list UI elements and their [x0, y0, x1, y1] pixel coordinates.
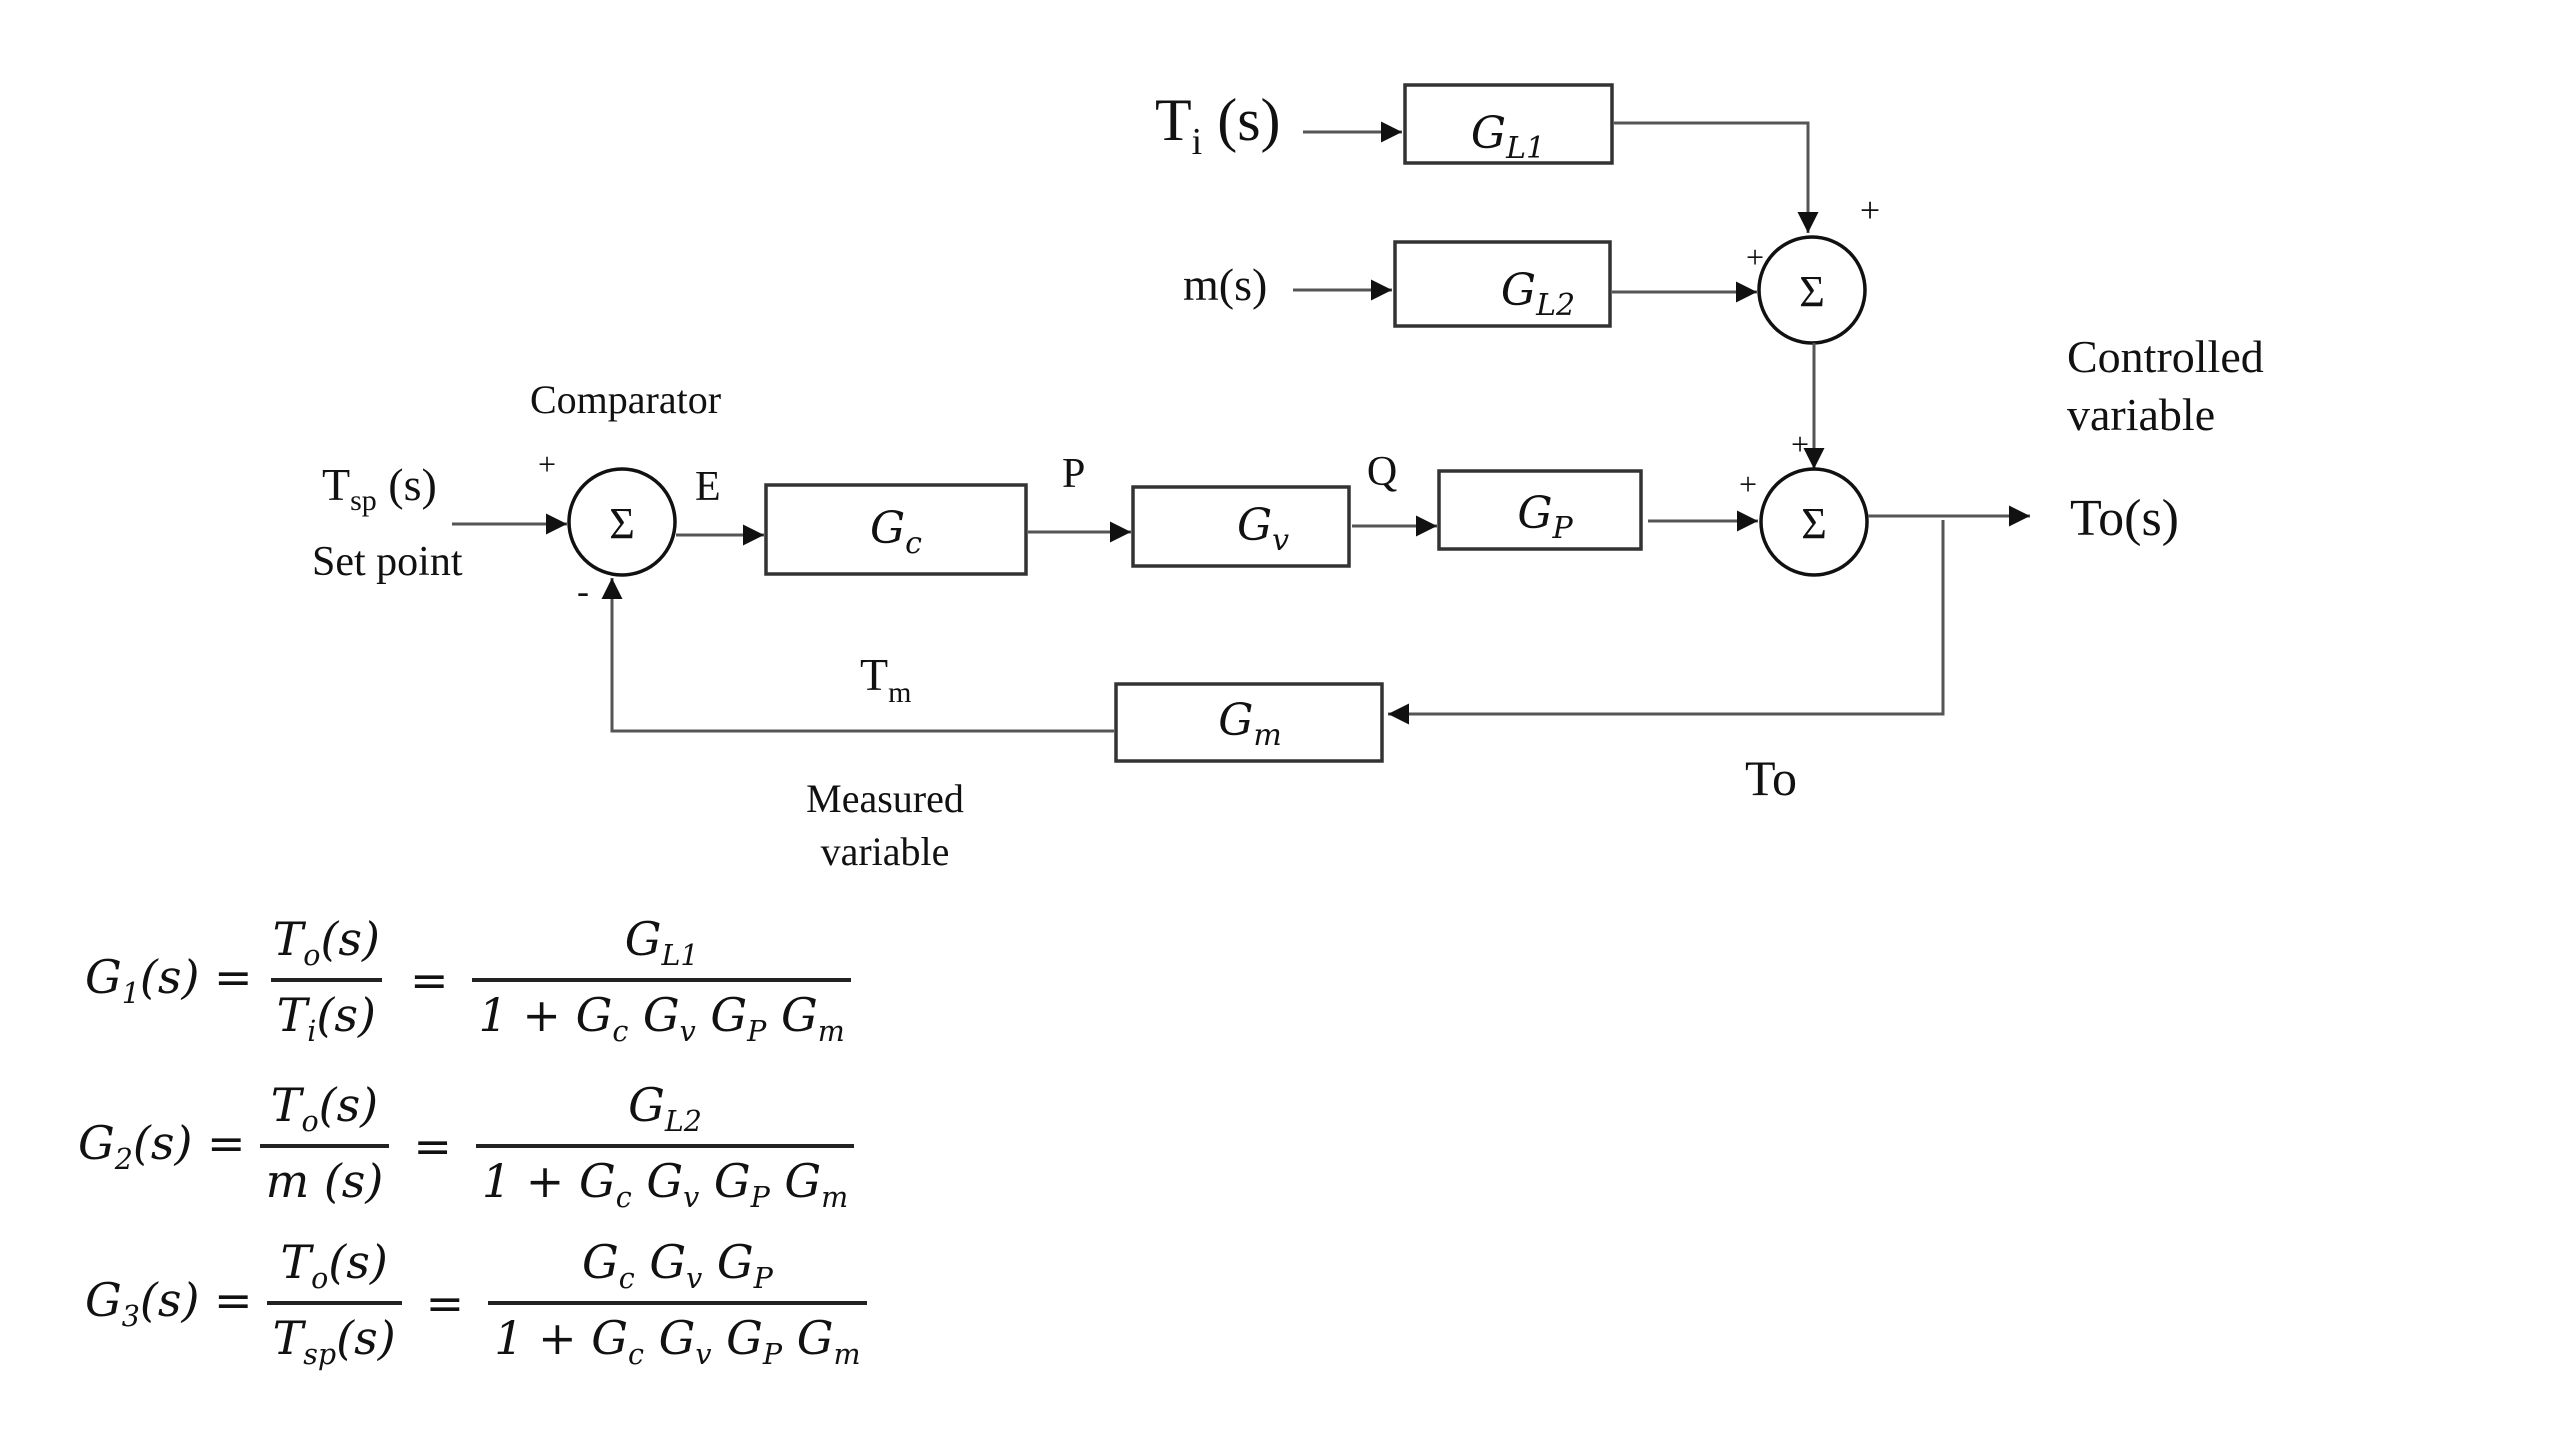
tsp-input-label: Tsp (s)	[322, 459, 437, 517]
disturbance-plus-left: +	[1746, 239, 1764, 275]
q-signal-label: Q	[1367, 449, 1397, 495]
measured-variable-label-1: Measured	[806, 776, 964, 821]
gm-block	[1114, 682, 1384, 763]
equation-g3-lhs: G3(s) =	[85, 1273, 253, 1334]
disturbance-plus-top: +	[1860, 190, 1880, 230]
p-signal-label: P	[1062, 451, 1085, 497]
comparator-minus: -	[577, 571, 589, 611]
measured-variable-label-2: variable	[821, 829, 950, 874]
output-label: To(s)	[2070, 490, 2179, 547]
gm-label: Gm	[1218, 695, 1282, 753]
equation-g1-denominator: 1 + Gc Gv GP Gm	[472, 978, 851, 1048]
controlled-variable-label-1: Controlled	[2067, 331, 2264, 382]
equation-g1-ratio: To(s) Ti(s)	[270, 912, 382, 1049]
equation-g2-numerator: GL2	[628, 1078, 702, 1139]
gp-label: GP	[1517, 488, 1573, 546]
equation-g2: G2(s) = To(s) m (s) = GL2 1 + Gc Gv GP G…	[78, 1078, 868, 1214]
error-signal-label: E	[695, 464, 721, 510]
gv-label: Gv	[1237, 500, 1289, 558]
equation-g3-denominator: 1 + Gc Gv GP Gm	[488, 1301, 867, 1371]
gc-label: Gc	[870, 503, 922, 561]
comparator-sigma: Σ	[609, 499, 635, 548]
gl2-block	[1393, 240, 1612, 328]
set-point-label: Set point	[312, 539, 463, 585]
equation-g2-ratio: To(s) m (s)	[259, 1078, 390, 1214]
output-summer	[1759, 467, 1869, 577]
ti-input-label: Ti (s)	[1155, 87, 1281, 163]
equation-g2-tf: GL2 1 + Gc Gv GP Gm	[475, 1078, 855, 1214]
tm-label: Tm	[860, 649, 911, 709]
comparator-summer	[567, 467, 677, 577]
equation-g2-denominator: 1 + Gc Gv GP Gm	[475, 1144, 855, 1214]
gl1-label: GL1	[1471, 108, 1545, 166]
equation-g3-ratio: To(s) Tsp(s)	[266, 1235, 402, 1371]
equation-g1-lhs: G1(s) =	[85, 950, 253, 1011]
equation-g1-tf: GL1 1 + Gc Gv GP Gm	[472, 912, 851, 1048]
output-summer-sigma: Σ	[1801, 499, 1827, 548]
disturbance-summer-sigma: Σ	[1799, 267, 1825, 316]
equation-g3-numerator: Gc Gv GP	[581, 1235, 773, 1296]
controlled-variable-label-2: variable	[2067, 389, 2215, 440]
equation-g3: G3(s) = To(s) Tsp(s) = Gc Gv GP 1 + Gc G…	[85, 1235, 881, 1371]
gl1-to-summer-line	[1614, 121, 1819, 233]
m-input-label: m(s)	[1183, 259, 1267, 310]
measured-feedback-line	[601, 578, 1114, 733]
equation-g3-tf: Gc Gv GP 1 + Gc Gv GP Gm	[488, 1235, 867, 1371]
to-feedback-label: To	[1745, 750, 1797, 806]
disturbance-summer	[1757, 235, 1867, 345]
gv-block	[1131, 485, 1351, 568]
gl2-label: GL2	[1501, 265, 1575, 323]
output-plus-top: +	[1791, 426, 1809, 462]
comparator-plus: +	[538, 446, 556, 482]
gc-block	[764, 483, 1028, 576]
equation-g2-lhs: G2(s) =	[78, 1116, 246, 1177]
equation-g1: G1(s) = To(s) Ti(s) = GL1 1 + Gc Gv GP G…	[85, 912, 865, 1048]
comparator-label: Comparator	[530, 377, 721, 422]
output-plus-left: +	[1739, 466, 1757, 502]
feedback-line-to-gm	[1388, 520, 1945, 725]
gp-block	[1437, 469, 1643, 551]
equation-g1-numerator: GL1	[624, 912, 699, 973]
gl1-block	[1403, 83, 1614, 165]
